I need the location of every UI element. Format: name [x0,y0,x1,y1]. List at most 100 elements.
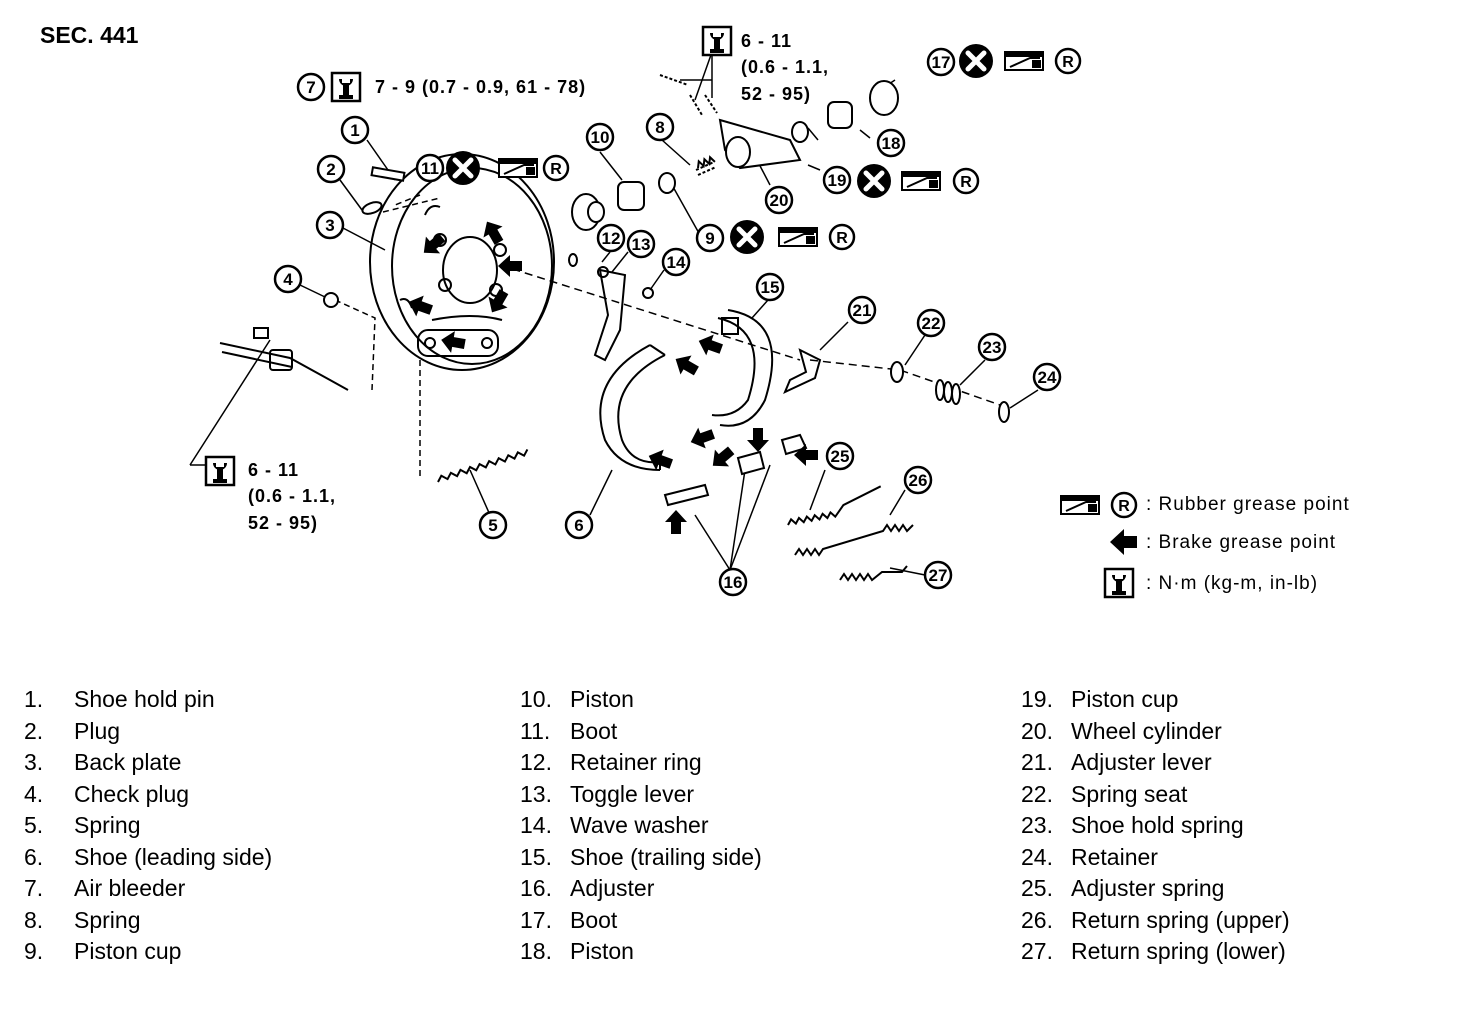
part-row: 20.Wheel cylinder [1021,718,1290,750]
svg-text:R: R [836,230,848,247]
callout-number: 3 [325,216,334,235]
part-name: Shoe (leading side) [74,843,273,870]
legend: R : Rubber grease point : Brake grease p… [1060,491,1350,599]
part-row: 22.Spring seat [1021,781,1290,813]
torque-wrench-icon [204,455,236,487]
part-name: Toggle lever [570,780,695,807]
part-name: Piston cup [74,938,182,964]
part-number: 12. [520,749,552,775]
brake-line-torque-line2: (0.6 - 1.1, [248,486,336,506]
replace-icon [730,220,764,254]
part-name: Retainer ring [570,749,702,775]
part-row: 6.Shoe (leading side) [24,844,272,876]
callout-number: 5 [488,516,497,535]
callout-26: 26 [903,465,933,495]
callout-number: 18 [882,134,901,153]
part-name: Boot [570,717,618,744]
part-row: 13.Toggle lever [520,781,762,813]
rubber-grease-icon: R [1054,47,1082,75]
callout-6: 6 [564,510,594,540]
part-number: 20. [1021,717,1053,744]
part-number: 16. [520,875,552,901]
part-number: 2. [24,717,44,744]
callout-number: 2 [326,160,335,179]
callout-number: 11 [421,159,439,178]
svg-text:: Rubber grease point: : Rubber grease point [1146,494,1350,515]
brake-line-torque-line1: 6 - 11 [248,460,299,480]
callout-22: 22 [916,308,946,338]
adjuster-lever [783,348,822,394]
callout-number: 13 [632,235,651,254]
leader-lines [189,51,1039,576]
part-number: 8. [24,906,44,933]
wheel-cylinder-torque-line3: 52 - 95) [741,84,811,104]
springs [437,155,914,582]
replace-icon [857,164,891,198]
part-number: 17. [520,906,552,933]
part-name: Check plug [74,780,190,807]
callout-19: 19 [822,165,852,195]
callout-number: 17 [932,53,951,72]
shoe-trailing-side [711,309,774,427]
part-row: 23. Shoe hold spring [1021,812,1290,844]
rubber-grease-icon: R [542,154,570,182]
air-bleeder-torque: 7 - 9 (0.7 - 0.9, 61 - 78) [375,77,586,97]
back-plate [369,153,555,371]
part-row: 18.Piston [520,938,762,970]
grease-gun-icon [901,171,941,191]
part-name: Adjuster lever [1071,749,1212,775]
part-row: 7.Air bleeder [24,875,272,907]
callout-1: 1 [340,115,370,145]
callout-number: 19 [828,171,847,190]
svg-text:: N·m (kg-m, in-lb): : N·m (kg-m, in-lb) [1146,573,1318,594]
callout-27: 27 [923,560,953,590]
part-number: 19. [1021,686,1053,712]
rubber-grease-icon: R [952,167,980,195]
callout-13: 13 [626,229,656,259]
part-number: 9. [24,938,44,964]
callout-symbols: R R R R [204,25,1082,487]
brake-line [219,327,349,391]
callout-11: 11 [415,153,445,183]
callout-number: 23 [983,338,1002,357]
part-number: 5. [24,812,44,838]
callout-23: 23 [977,332,1007,362]
part-number: 26. [1021,906,1053,933]
part-row: 17.Boot [520,907,762,939]
callout-number: 22 [922,314,941,333]
part-number: 23. [1021,812,1053,838]
part-number: 7. [24,875,44,901]
legend-rubber-grease: R : Rubber grease point [1060,491,1350,519]
part-name: Spring [74,812,141,838]
part-name: Spring [74,906,141,933]
callout-number: 24 [1038,368,1057,387]
part-name: Piston [570,686,634,712]
part-number: 15. [520,843,552,870]
callout-5: 5 [478,510,508,540]
part-row: 5. Spring [24,812,272,844]
part-name: Adjuster spring [1071,875,1225,901]
part-row: 26.Return spring (upper) [1021,907,1290,939]
callout-20: 20 [764,185,794,215]
rubber-grease-icon: R [828,223,856,251]
torque-wrench-icon [701,25,733,57]
part-row: 12. Retainer ring [520,749,762,781]
part-name: Shoe hold spring [1071,812,1244,838]
part-row: 25.Adjuster spring [1021,875,1290,907]
callout-number: 10 [591,128,610,147]
part-name: Piston cup [1071,686,1179,712]
grease-gun-icon [778,227,818,247]
part-number: 27. [1021,938,1053,964]
callout-2: 2 [316,154,346,184]
callout-15: 15 [755,272,785,302]
part-number: 4. [24,780,44,807]
part-number: 10. [520,686,552,712]
callout-8: 8 [645,112,675,142]
callout-number: 15 [761,278,780,297]
replace-icon [446,151,480,185]
part-row: 21.Adjuster lever [1021,749,1290,781]
adjuster-parts [663,433,808,507]
part-row: 10. Piston [520,686,762,718]
part-name: Adjuster [570,875,655,901]
